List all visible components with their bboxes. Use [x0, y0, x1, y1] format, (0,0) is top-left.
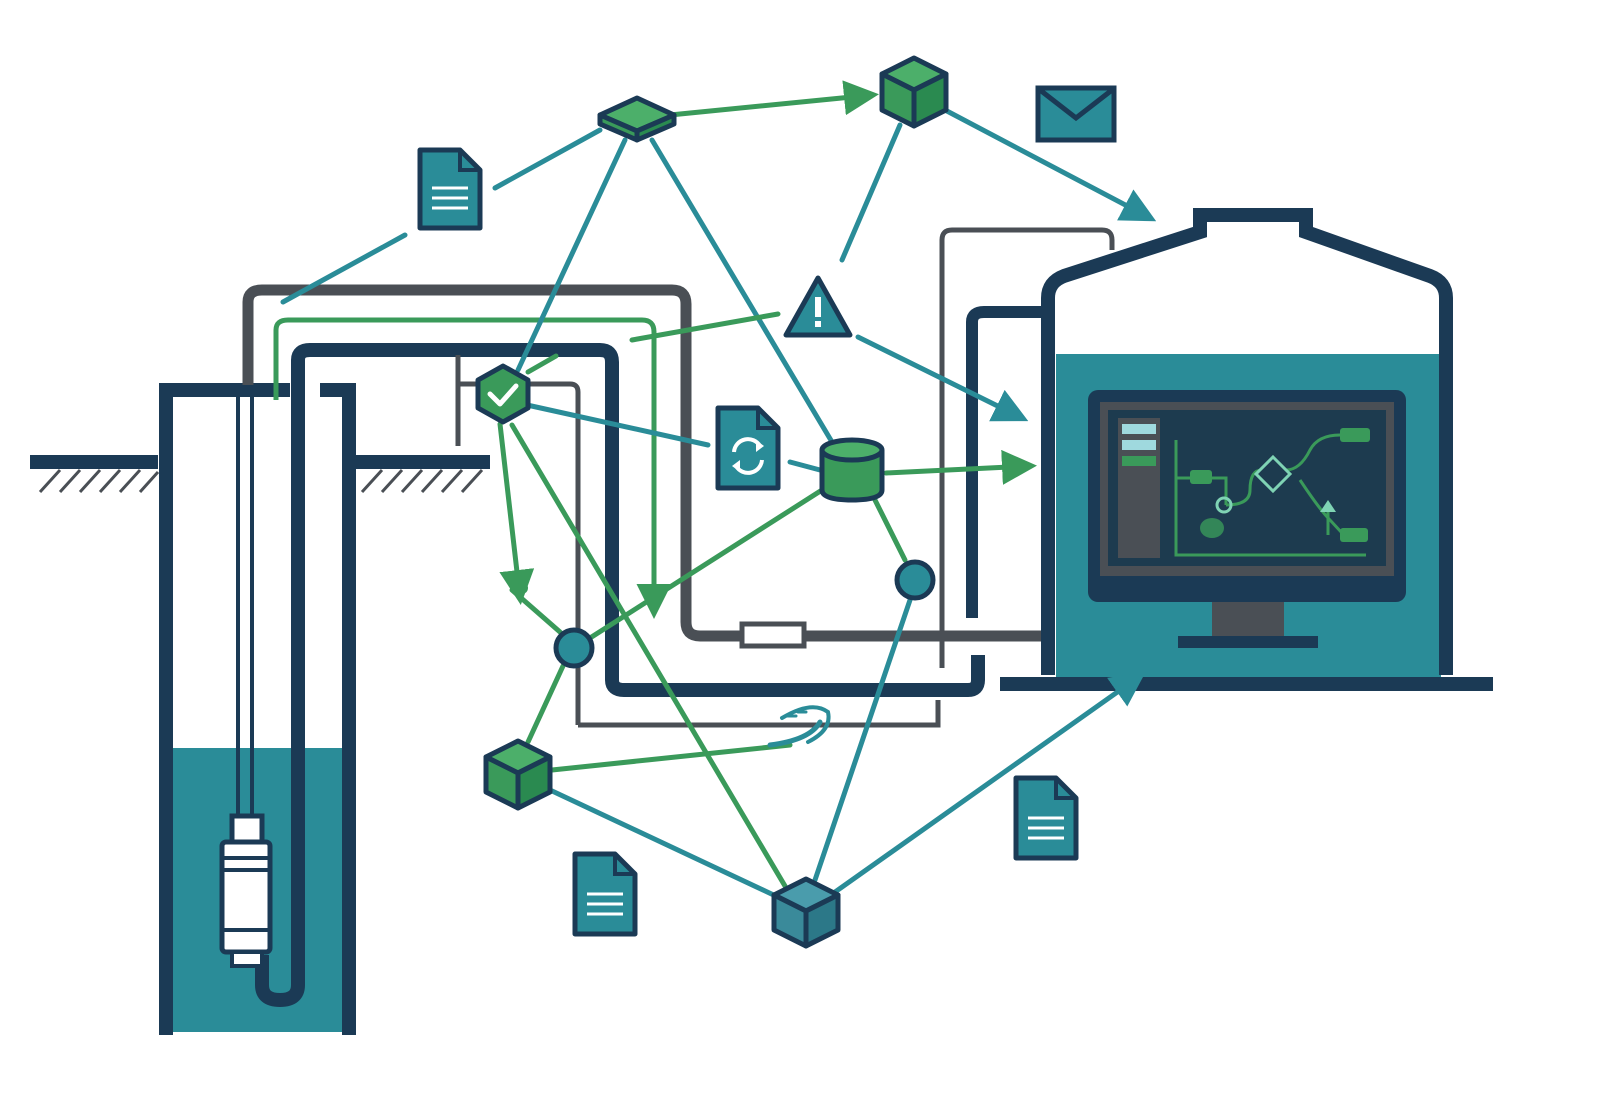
submersible-pump-icon [219, 813, 273, 968]
document-icon [417, 147, 483, 231]
document-icon [1013, 775, 1079, 861]
junction-node [553, 627, 595, 669]
junction-node [894, 559, 936, 601]
check-shield-icon [475, 363, 531, 425]
junction-node [516, 582, 528, 594]
green-pipe [273, 317, 672, 619]
cube-icon [879, 55, 949, 129]
ground-surface [30, 455, 490, 494]
cube-icon [771, 876, 841, 949]
borehole-well [159, 343, 985, 1035]
document-icon [572, 851, 638, 937]
sync-document-icon [715, 405, 781, 491]
monitor-icon [1088, 390, 1406, 648]
pipe-network [242, 227, 1115, 728]
warning-icon [783, 275, 853, 338]
envelope-icon [1035, 85, 1117, 143]
cube-icon [483, 738, 553, 811]
database-icon [819, 437, 885, 503]
cube-icon [597, 95, 677, 143]
connection-lines [280, 80, 1157, 901]
